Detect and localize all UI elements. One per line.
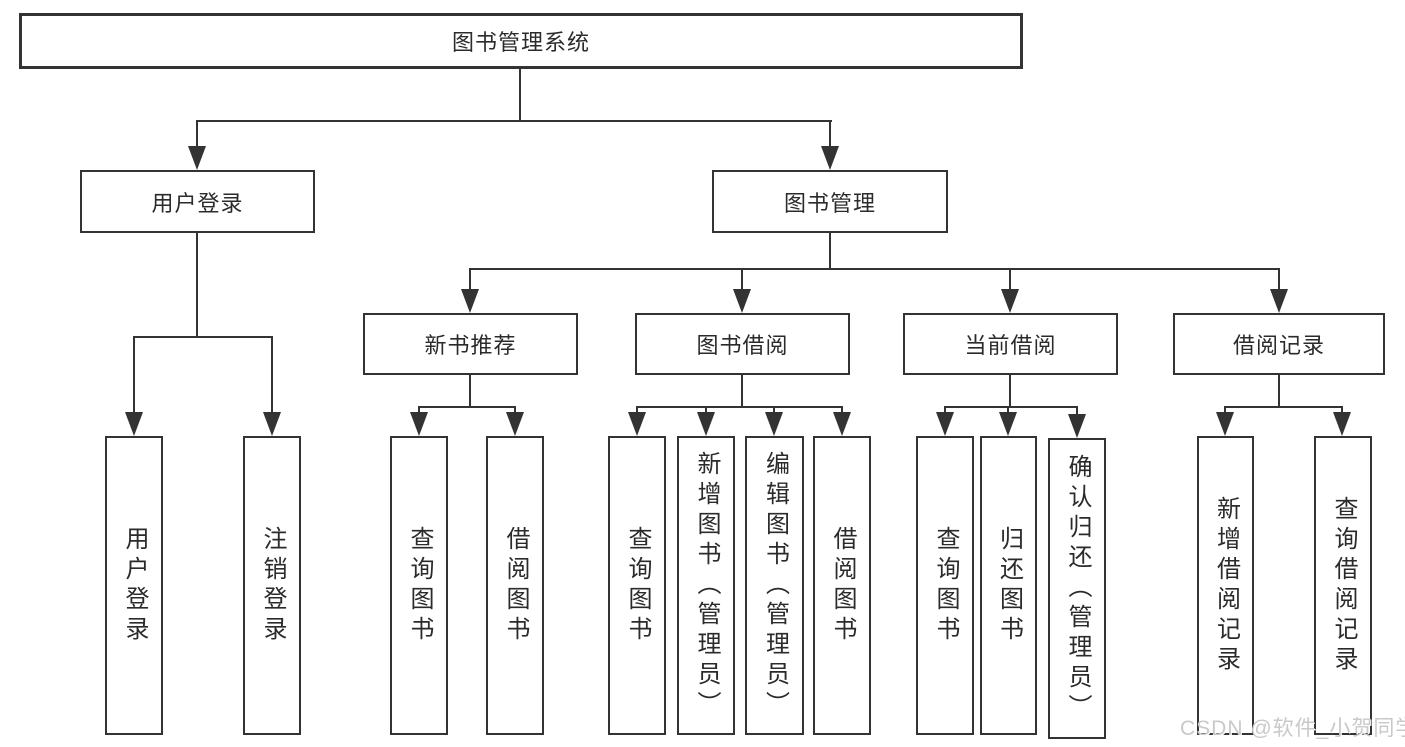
csdn-watermark: CSDN @软件_小贺同学 — [1180, 717, 1405, 740]
arrow-query-books-newbook — [410, 412, 428, 436]
leaf-edit-book-admin: 编辑图书（管理员） — [745, 436, 804, 735]
connector-bookmgmt-stub — [829, 233, 831, 270]
arrow-leaf-user-login — [125, 412, 143, 436]
connector-userlogin-stub — [196, 233, 198, 338]
node-borrow-records: 借阅记录 — [1173, 313, 1385, 375]
arrow-return-book — [999, 412, 1017, 436]
connector-stub-user-login — [196, 120, 198, 150]
connector-stub — [636, 406, 638, 416]
connector-stub — [418, 406, 420, 416]
connector-stub-book-management — [829, 120, 831, 150]
node-current-borrow: 当前借阅 — [903, 313, 1118, 375]
connector-stub — [1007, 406, 1009, 416]
arrow-borrow-records — [1270, 289, 1288, 313]
arrow-borrow-books-borrow — [833, 412, 851, 436]
leaf-query-books-current: 查询图书 — [916, 436, 974, 735]
connector-stub-leaf-logout — [271, 336, 273, 414]
connector-newbook-bar — [418, 406, 516, 408]
arrow-borrow-books-newbook — [506, 412, 524, 436]
connector-newbook-stub — [469, 375, 471, 408]
connector-stub — [514, 406, 516, 416]
connector-root-stub — [519, 69, 521, 122]
connector-stub-borrow-records — [1278, 268, 1280, 291]
arrow-query-books-current — [936, 412, 954, 436]
connector-stub-current-borrow — [1009, 268, 1011, 291]
connector-stub — [1341, 406, 1343, 416]
connector-bookmgmt-bar — [469, 268, 1280, 270]
connector-stub — [1076, 406, 1078, 418]
arrow-current-borrow — [1001, 289, 1019, 313]
leaf-confirm-return-admin: 确认归还（管理员） — [1048, 438, 1106, 739]
arrow-leaf-logout — [263, 412, 281, 436]
arrow-query-books-borrow — [628, 412, 646, 436]
leaf-query-books-newbook: 查询图书 — [390, 436, 448, 735]
connector-currentborrow-stub — [1009, 375, 1011, 408]
connector-stub — [944, 406, 946, 416]
connector-stub — [841, 406, 843, 416]
leaf-borrow-books-newbook: 借阅图书 — [486, 436, 544, 735]
connector-currentborrow-bar — [944, 406, 1078, 408]
connector-borrowrecords-stub — [1278, 375, 1280, 408]
arrow-user-login — [188, 146, 206, 170]
arrow-query-borrow-record — [1333, 412, 1351, 436]
arrow-book-management — [821, 146, 839, 170]
node-book-management: 图书管理 — [712, 170, 948, 233]
connector-stub — [705, 406, 707, 416]
connector-stub-book-borrow — [741, 268, 743, 291]
connector-root-bar — [196, 120, 832, 122]
node-book-management-system: 图书管理系统 — [19, 13, 1023, 69]
leaf-add-borrow-record: 新增借阅记录 — [1197, 436, 1254, 735]
connector-stub-new-book — [469, 268, 471, 291]
leaf-logout: 注销登录 — [243, 436, 301, 735]
leaf-query-borrow-record: 查询借阅记录 — [1314, 436, 1372, 735]
connector-borrowrecords-bar — [1224, 406, 1343, 408]
node-new-book-recommend: 新书推荐 — [363, 313, 578, 375]
leaf-add-book-admin: 新增图书（管理员） — [677, 436, 735, 735]
node-user-login: 用户登录 — [80, 170, 315, 233]
arrow-add-borrow-record — [1216, 412, 1234, 436]
node-book-borrow: 图书借阅 — [635, 313, 850, 375]
arrow-new-book — [461, 289, 479, 313]
leaf-user-login: 用户登录 — [105, 436, 163, 735]
arrow-confirm-return-admin — [1068, 414, 1086, 438]
arrow-edit-book-admin — [765, 412, 783, 436]
connector-bookborrow-stub — [741, 375, 743, 408]
connector-stub — [773, 406, 775, 416]
connector-stub-leaf-user-login — [133, 336, 135, 414]
connector-bookborrow-bar — [636, 406, 843, 408]
leaf-return-book: 归还图书 — [980, 436, 1037, 735]
arrow-add-book-admin — [697, 412, 715, 436]
connector-userlogin-bar — [133, 336, 273, 338]
arrow-book-borrow — [733, 289, 751, 313]
leaf-query-books-borrow: 查询图书 — [608, 436, 666, 735]
leaf-borrow-books-borrow: 借阅图书 — [813, 436, 871, 735]
connector-stub — [1224, 406, 1226, 416]
